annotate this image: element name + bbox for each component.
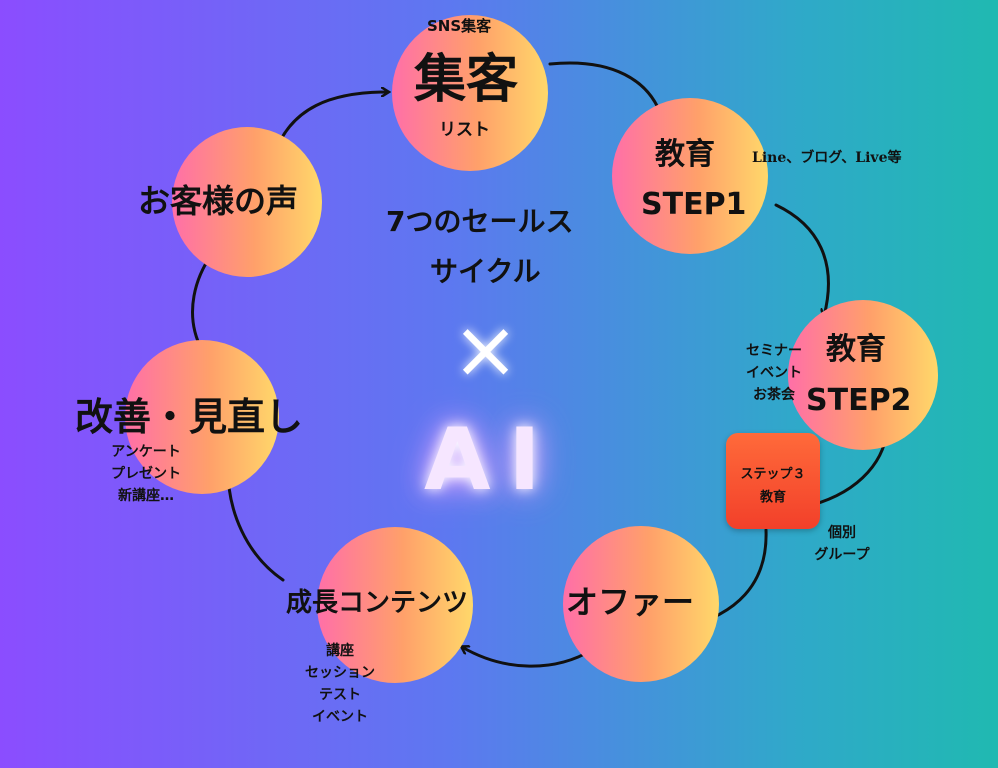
circle-offer — [563, 526, 719, 682]
step2-label: 教育 — [826, 332, 886, 367]
step3-title: ステップ３ — [740, 467, 806, 482]
growth-note-item: 講座 — [326, 643, 354, 659]
step2-note-item: セミナー — [746, 343, 802, 359]
offer-label: オファー — [566, 583, 695, 621]
circle-improve — [125, 340, 279, 494]
shukyaku-label: 集客 — [414, 50, 519, 110]
step2-sub-label: STEP2 — [806, 383, 912, 418]
center-title-line1: 7つのセールス — [386, 205, 574, 238]
step1-label: 教育 — [655, 137, 715, 172]
growth-label: 成長コンテンツ — [286, 588, 469, 618]
ai-title: AI — [424, 410, 559, 510]
improve-notes: アンケート プレゼント 新講座… — [94, 441, 198, 507]
step3-box: ステップ３ 教育 — [726, 433, 820, 529]
step1-sub-label: STEP1 — [641, 187, 747, 222]
circle-step1 — [612, 98, 768, 254]
shukyaku-top-label: SNS集客 — [427, 17, 492, 35]
growth-notes: 講座 セッション テスト イベント — [296, 640, 384, 728]
circle-step2 — [788, 300, 938, 450]
step2-notes: セミナー イベント お茶会 — [734, 340, 814, 406]
improve-note-item: 新講座… — [118, 488, 174, 504]
arrow-step1-to-step2 — [774, 203, 828, 316]
step1-note: Line、ブログ、Live等 — [752, 150, 902, 166]
step2-note-item: お茶会 — [753, 387, 795, 403]
cross-symbol: × — [452, 303, 520, 396]
arrow-shukyaku-to-step1 — [548, 61, 662, 118]
voice-label: お客様の声 — [138, 182, 299, 220]
shukyaku-sub-label: リスト — [439, 120, 490, 140]
step3-notes: 個別 グループ — [804, 522, 880, 566]
improve-note-item: プレゼント — [111, 466, 181, 482]
growth-note-item: テスト — [319, 687, 361, 703]
growth-note-item: イベント — [312, 709, 368, 725]
circle-shukyaku — [392, 15, 548, 171]
improve-note-item: アンケート — [111, 444, 181, 460]
step3-label: 教育 — [759, 490, 786, 505]
step3-note-item: 個別 — [828, 525, 856, 541]
circle-voice — [172, 127, 322, 277]
improve-label: 改善・見直し — [75, 395, 304, 439]
step3-note-item: グループ — [814, 547, 870, 563]
arrow-offer-to-growth — [462, 647, 594, 668]
center-title-line2: サイクル — [430, 255, 541, 288]
growth-note-item: セッション — [305, 665, 375, 681]
circle-growth — [317, 527, 473, 683]
step2-note-item: イベント — [746, 365, 802, 381]
